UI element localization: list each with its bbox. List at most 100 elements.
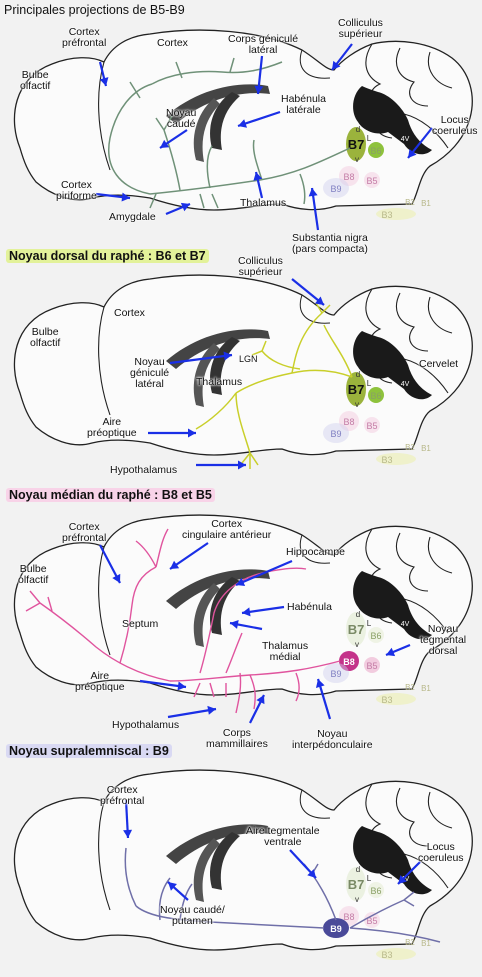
- panel-title: Noyau supralemniscal : B9: [6, 744, 172, 758]
- axon-projection: [206, 139, 263, 189]
- axon-projection: [108, 83, 153, 195]
- fourth-ventricle: [353, 571, 432, 640]
- nucleus-label-b8: B8: [343, 912, 354, 922]
- nucleus-b6: [368, 882, 384, 898]
- arrow-head: [207, 705, 216, 715]
- label-bulbe: Bulbe olfactif: [20, 69, 51, 92]
- arrow-head: [307, 869, 316, 878]
- label-aire-tegmentale: Aire tegmentale ventrale: [246, 825, 320, 848]
- arrow-head: [223, 351, 232, 361]
- axon-projection: [249, 672, 300, 710]
- olfactory-bulb-boundary: [98, 306, 111, 416]
- nucleus-label-b9: B9: [330, 429, 341, 439]
- arrow-head: [398, 875, 407, 884]
- brain-outline: [13, 274, 473, 456]
- axon-projection: [25, 590, 53, 612]
- nucleus-label-b5: B5: [366, 176, 377, 186]
- axon-projection: [155, 115, 181, 191]
- olfactory-bulb-boundary: [98, 801, 111, 911]
- arrow-head: [238, 460, 246, 470]
- corpus-callosum: [166, 824, 270, 864]
- arrow-line: [235, 559, 293, 587]
- panel-title: Noyau dorsal du raphé : B6 et B7: [6, 249, 209, 263]
- brain-outline: [13, 769, 473, 951]
- label-substantia-nigra: Substantia nigra (pars compacta): [292, 232, 368, 255]
- nucleus-label-b3: B3: [381, 210, 392, 220]
- nucleus-b5: [364, 912, 380, 928]
- nucleus-label-b5: B5: [366, 421, 377, 431]
- label-bulbe: Bulbe olfactif: [18, 563, 49, 586]
- label-cervelet: Cervelet: [419, 358, 459, 370]
- arrow-head: [254, 85, 264, 94]
- nucleus-b5: [364, 657, 380, 673]
- label-noyau-caude: Noyau caudé: [166, 107, 197, 130]
- nucleus-b7: [346, 612, 366, 646]
- arrow-head: [160, 139, 170, 148]
- label-locus: Locus coeruleus: [432, 114, 478, 137]
- fornix: [193, 343, 220, 407]
- axon-projection: [225, 632, 243, 714]
- arrow-head: [123, 829, 133, 838]
- arrow-head: [177, 681, 186, 691]
- arrow-head: [112, 573, 121, 583]
- internal-capsule: [210, 832, 240, 890]
- axon-projection: [149, 193, 219, 209]
- label-noyau-genicule: Noyau géniculé latéral: [130, 356, 170, 390]
- nucleus-label-b9: B9: [330, 924, 342, 934]
- axon-projection: [251, 340, 301, 370]
- nucleus-label-4v: 4V: [401, 876, 410, 883]
- label-cortex: Cortex: [157, 37, 188, 49]
- label-hypothalamus: Hypothalamus: [112, 719, 180, 731]
- arrow-head: [242, 607, 251, 617]
- label-colliculus: Colliculus supérieur: [338, 17, 383, 40]
- arrow-head: [168, 882, 177, 891]
- label-habenula: Habénula: [287, 601, 332, 613]
- olfactory-bulb-boundary: [98, 546, 111, 656]
- axon-projection: [323, 324, 353, 378]
- label-lgn: LGN: [239, 354, 258, 364]
- label-locus: Locus coeruleus: [418, 841, 464, 864]
- nucleus-label-b3: B3: [381, 455, 392, 465]
- nucleus-b3: [376, 693, 416, 705]
- axon-projection: [193, 682, 227, 698]
- fourth-ventricle: [353, 826, 432, 895]
- axon-projection: [241, 452, 259, 469]
- internal-capsule: [210, 337, 240, 395]
- axon-projection: [39, 602, 171, 682]
- nucleus-b6: [368, 627, 384, 643]
- nucleus-b7: [346, 372, 366, 406]
- label-hypothalamus: Hypothalamus: [110, 464, 178, 476]
- nucleus-b3: [376, 208, 416, 220]
- panel-title: Principales projections de B5-B9: [4, 3, 185, 17]
- nucleus-label-d: d: [356, 865, 360, 874]
- label-cortex-piriforme: Cortex piriforme: [56, 179, 97, 202]
- internal-capsule: [210, 92, 240, 150]
- nucleus-label-b3: B3: [381, 695, 392, 705]
- label-amygdale: Amygdale: [109, 211, 156, 223]
- nucleus-label-b6: B6: [370, 886, 381, 896]
- nucleus-label-b9: B9: [330, 184, 341, 194]
- arrow-head: [253, 172, 263, 181]
- nucleus-label-b2: B2: [405, 198, 415, 207]
- nucleus-label-b2: B2: [405, 683, 415, 692]
- axon-projection: [151, 61, 283, 85]
- label-noyau-interpedonculaire: Noyau interpédonculaire: [292, 728, 373, 751]
- nucleus-b9: [323, 423, 349, 443]
- label-cortex-prefrontal: Cortex préfrontal: [62, 26, 107, 49]
- nucleus-label-b8: B8: [343, 657, 355, 667]
- label-aire-preoptique: Aire préoptique: [87, 416, 137, 439]
- fornix: [193, 583, 220, 647]
- nucleus-label-b6: B6: [370, 146, 381, 156]
- nucleus-b9: [323, 663, 349, 683]
- nucleus-b7: [346, 867, 366, 901]
- nucleus-b6: [368, 387, 384, 403]
- colliculus-boundary: [299, 294, 331, 324]
- nucleus-b5: [364, 172, 380, 188]
